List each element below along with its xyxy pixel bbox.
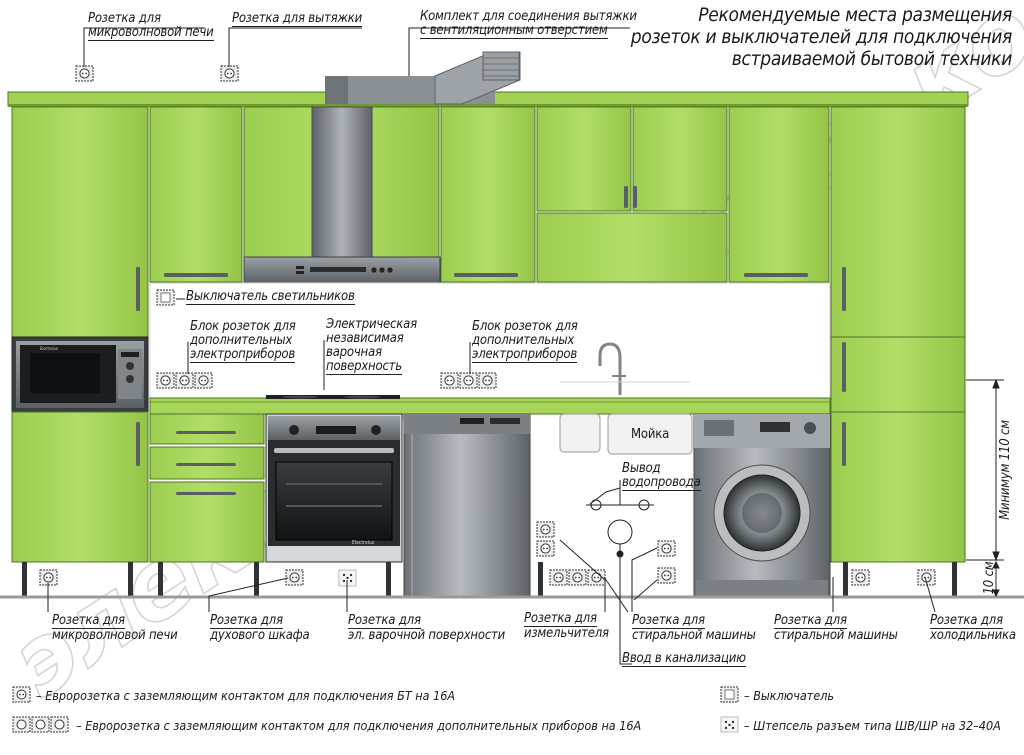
hob (266, 395, 400, 399)
label-washer-a: Розетка для стиральной машины (632, 613, 756, 643)
label-fridge: Розетка для холодильника (930, 613, 1016, 643)
label-ten-cm: 10 см (982, 561, 997, 595)
socket-microwave-top (75, 65, 94, 82)
socket-washer-a-1 (657, 540, 676, 557)
socket-washer-a-2 (657, 567, 676, 584)
plumbing (586, 480, 654, 558)
legend-icon-euro-single (12, 686, 31, 703)
worktop (149, 397, 831, 415)
socket-microwave-bottom (39, 569, 58, 586)
socket-washer-b (851, 569, 870, 586)
socket-fridge (917, 569, 936, 586)
socket-row-1 (549, 569, 568, 586)
socket-oven (285, 569, 304, 586)
cabinet-legs (22, 562, 957, 596)
legend-icon-plug (720, 716, 739, 733)
label-vent-kit: Комплект для соединения вытяжки с вентил… (420, 9, 637, 39)
lower-cabinets (11, 336, 966, 563)
upper-cabinets (11, 106, 966, 338)
svg-text:Electrolux: Electrolux (40, 346, 59, 351)
label-microwave-bottom: Розетка для микроволновой печи (52, 613, 178, 643)
oven: Electrolux (265, 413, 403, 563)
label-microwave-top: Розетка для микроволновой печи (88, 11, 214, 41)
label-block-right: Блок розеток для дополнительных электроп… (472, 319, 578, 363)
label-light-switch: Выключатель светильников (186, 289, 355, 305)
label-hob-socket: Розетка для эл. варочной поверхности (348, 613, 506, 643)
washing-machine (693, 413, 831, 599)
socket-block-right-1 (440, 372, 459, 389)
legend-icon-switch (720, 686, 739, 703)
label-electric-hob: Электрическая независимая варочная повер… (326, 317, 417, 375)
dimension-lines (966, 378, 1004, 598)
socket-block-left-1 (156, 372, 175, 389)
label-oven: Розетка для духового шкафа (210, 613, 310, 643)
label-water-outlet: Вывод водопровода (622, 461, 701, 491)
label-disposer: Розетка для измельчителя (524, 611, 609, 641)
legend-icon-euro-block (12, 716, 69, 733)
label-block-left: Блок розеток для дополнительных электроп… (190, 319, 296, 363)
range-hood (243, 106, 441, 284)
vent-duct (325, 51, 521, 105)
dishwasher (403, 413, 531, 599)
legend-euro-block: – Евророзетка с заземляющим контактом дл… (76, 718, 642, 733)
legend-euro-single: – Евророзетка с заземляющим контактом дл… (36, 688, 456, 703)
label-sewer: Ввод в канализацию (622, 651, 746, 667)
diagram-title: Рекомендуемые места размещения розеток и… (630, 4, 1013, 70)
label-min-height: Минимум 110 см (998, 420, 1013, 520)
legend-plug: – Штепсель разъем типа ШВ/ШР на 32–40А (744, 718, 1001, 733)
socket-hood (220, 65, 239, 82)
socket-block-right-2 (459, 372, 478, 389)
socket-row-3 (587, 569, 606, 586)
socket-row-2 (568, 569, 587, 586)
legend-switch: – Выключатель (744, 688, 835, 703)
sink-bowls (559, 413, 693, 455)
leader-lines (47, 27, 936, 665)
socket-light-switch (156, 289, 175, 306)
lower-handles (136, 342, 846, 495)
upper-handles (136, 186, 846, 311)
socket-disposer-1 (536, 521, 555, 538)
svg-text:Electrolux: Electrolux (352, 540, 375, 546)
sockets (39, 65, 936, 587)
label-sink: Мойка (631, 427, 670, 442)
sink-faucet (598, 342, 626, 395)
microwave: Electrolux (11, 336, 149, 413)
socket-block-right-3 (478, 372, 497, 389)
label-hood: Розетка для вытяжки (232, 11, 363, 27)
socket-block-left-2 (175, 372, 194, 389)
label-washer-b: Розетка для стиральной машины (774, 613, 898, 643)
socket-disposer-2 (536, 540, 555, 557)
socket-block-left-3 (194, 372, 213, 389)
